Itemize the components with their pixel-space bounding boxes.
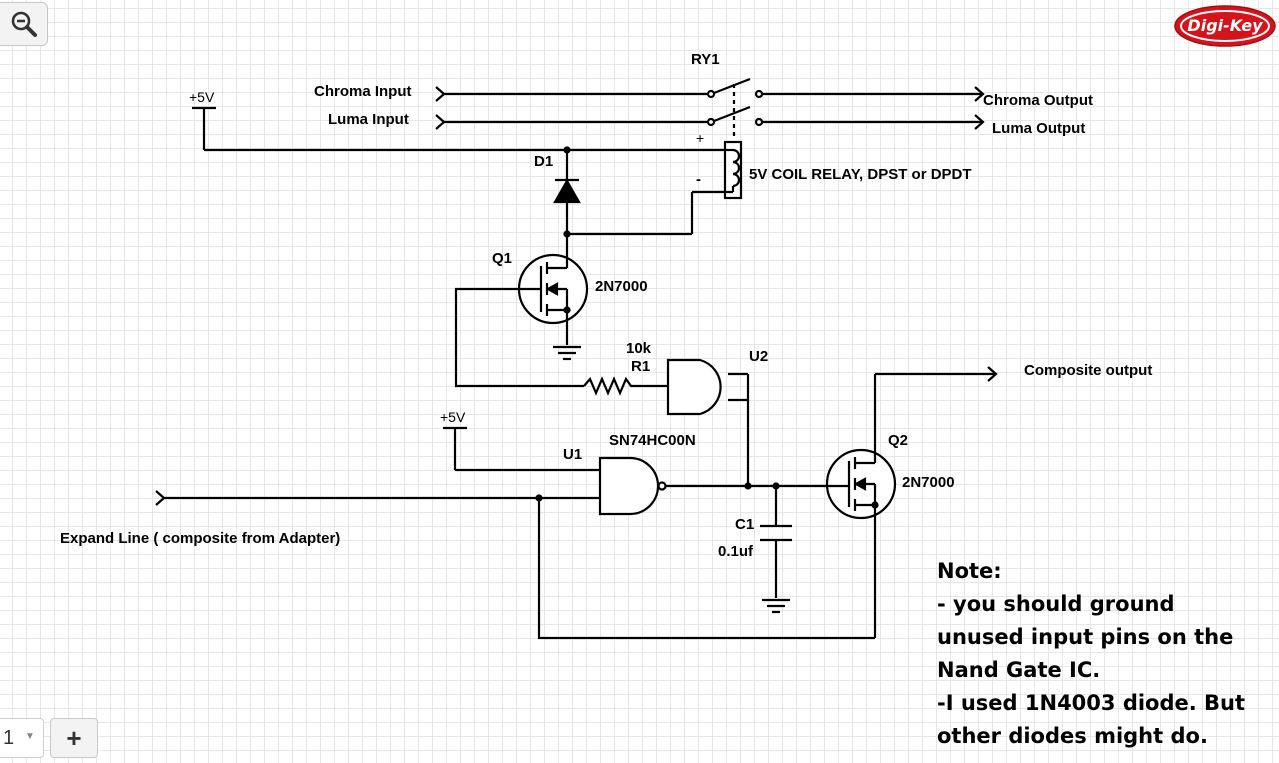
ground-q1: [553, 345, 581, 361]
label-ry1: RY1: [691, 51, 720, 68]
note-line: Note:: [937, 559, 1002, 583]
label-q2: Q2: [888, 432, 908, 449]
relay-coil: [692, 140, 743, 200]
page-select[interactable]: 1 ▼: [0, 718, 44, 758]
luma-output-arrow: [974, 114, 985, 130]
label-q1: Q1: [492, 250, 512, 267]
note-line: - you should ground: [937, 592, 1175, 616]
label-luma-input: Luma Input: [328, 111, 409, 128]
diode-d1: [553, 150, 581, 234]
label-u1: U1: [563, 446, 582, 463]
add-page-button[interactable]: +: [50, 718, 98, 758]
label-luma-output: Luma Output: [992, 120, 1085, 137]
note-line: -I used 1N4003 diode. But: [937, 691, 1246, 715]
gate-u1: [598, 456, 824, 516]
q1-gate-wire: [454, 287, 584, 388]
vcc-top-symbol: [192, 106, 216, 150]
zoom-out-button[interactable]: [0, 2, 48, 46]
label-c1: C1: [735, 516, 754, 533]
chevron-down-icon: ▼: [25, 731, 35, 742]
chroma-output-arrow: [974, 86, 985, 102]
expand-line-arrow: [155, 490, 166, 506]
mosfet-q2: [824, 374, 897, 638]
label-coil-plus: +: [696, 130, 704, 146]
note-line: Nand Gate IC.: [937, 658, 1101, 682]
note-line: unused input pins on the: [937, 625, 1234, 649]
relay-contacts: [706, 77, 764, 140]
label-q1-part: 2N7000: [595, 278, 648, 295]
digikey-logo: Digi-Key: [1173, 4, 1277, 48]
label-coil-minus: -: [696, 171, 701, 188]
vcc-bottom-symbol: [443, 426, 467, 470]
mosfet-q1: [517, 234, 589, 345]
gate-u2: [666, 358, 750, 486]
capacitor-c1: [760, 486, 792, 598]
label-chroma-input: Chroma Input: [314, 83, 412, 100]
chroma-input-arrow: [435, 86, 446, 102]
note-line: other diodes might do.: [937, 724, 1208, 748]
label-u1-part: SN74HC00N: [609, 432, 696, 449]
page-number: 1: [3, 726, 15, 749]
label-c1-value: 0.1uf: [718, 543, 754, 560]
label-r1: R1: [631, 358, 650, 375]
label-r1-value: 10k: [626, 340, 652, 357]
luma-input-arrow: [435, 114, 446, 130]
label-vcc-top: +5V: [189, 89, 215, 105]
label-expand-line: Expand Line ( composite from Adapter): [60, 530, 340, 547]
label-u2: U2: [749, 348, 768, 365]
label-composite-output: Composite output: [1024, 362, 1152, 379]
source-return-wire: [537, 498, 875, 640]
label-q2-part: 2N7000: [902, 474, 955, 491]
composite-output-arrow: [987, 366, 998, 382]
zoom-out-icon: [11, 11, 37, 37]
resistor-r1: [583, 376, 668, 396]
note-block: Note: - you should ground unused input p…: [937, 555, 1277, 753]
label-d1: D1: [534, 153, 553, 170]
ground-c1: [762, 598, 790, 614]
label-vcc-bottom: +5V: [440, 409, 466, 425]
label-chroma-output: Chroma Output: [983, 92, 1093, 109]
logo-text: Digi-Key: [1187, 16, 1263, 35]
label-relay-desc: 5V COIL RELAY, DPST or DPDT: [749, 166, 972, 183]
